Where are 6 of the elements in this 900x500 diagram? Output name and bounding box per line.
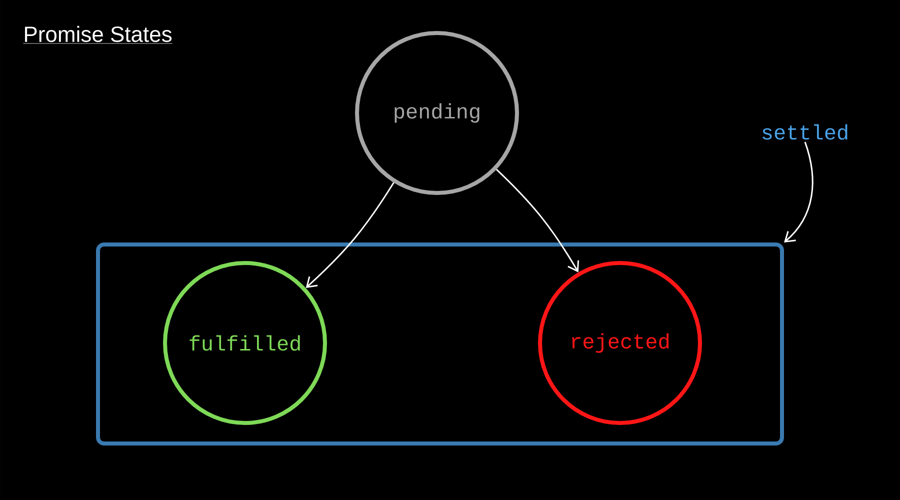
annotation-text: settled: [762, 124, 848, 140]
arrow: [306, 182, 394, 288]
title: Promise States: [23, 26, 173, 44]
arrow: [784, 142, 814, 242]
group-box: [96, 242, 784, 446]
arrow: [496, 168, 580, 272]
